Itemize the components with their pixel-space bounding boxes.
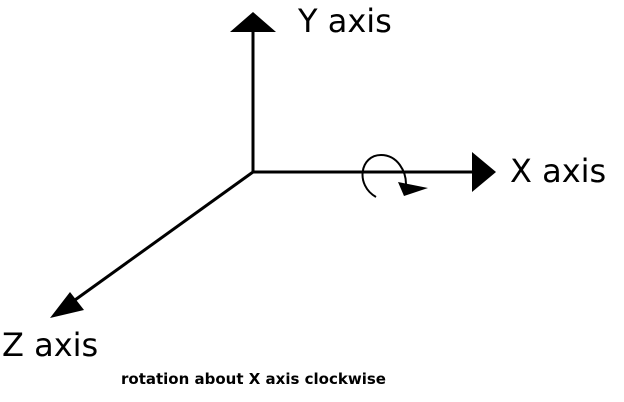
x-axis-arrowhead — [472, 152, 496, 192]
z-axis-arrowhead — [50, 292, 84, 318]
diagram-caption: rotation about X axis clockwise — [121, 370, 386, 388]
z-axis-label: Z axis — [2, 326, 98, 364]
rotation-arrow-icon — [361, 153, 428, 198]
rotation-arrowhead — [398, 182, 428, 196]
z-axis-line — [67, 170, 254, 307]
y-axis-arrowhead — [230, 12, 276, 32]
rotation-arc — [361, 153, 407, 198]
y-axis-label: Y axis — [297, 2, 392, 40]
x-axis-label: X axis — [510, 152, 606, 190]
